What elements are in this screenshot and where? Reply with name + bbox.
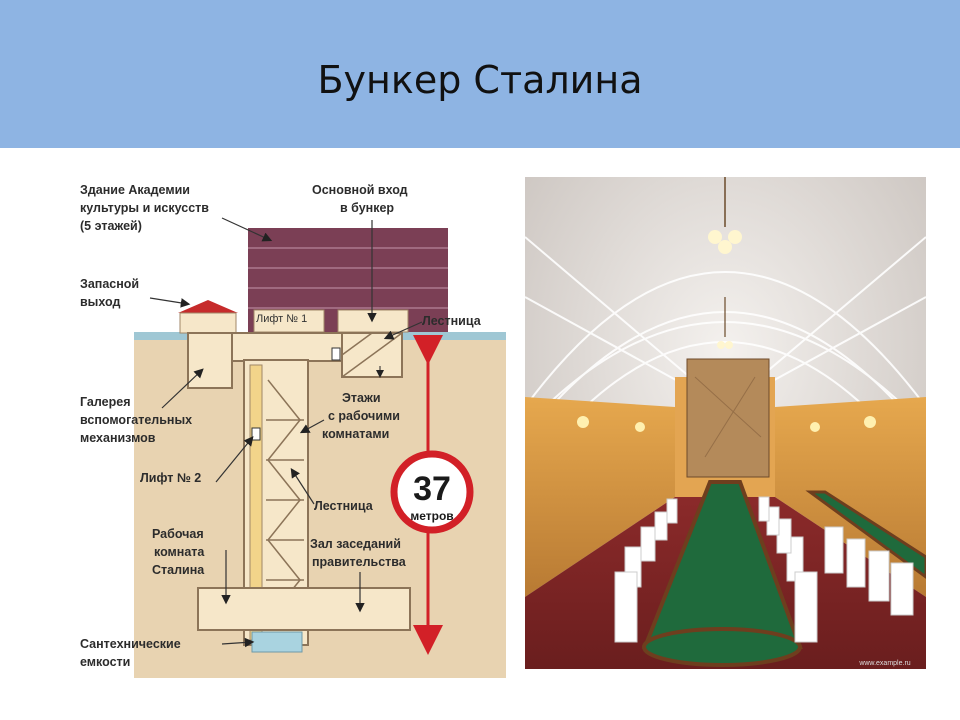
label-floors-2: с рабочими xyxy=(328,409,400,423)
label-gallery-1: Галерея xyxy=(80,395,130,409)
left-wall xyxy=(525,397,675,597)
bunker-diagram: 37 метров Здание Академии культуры и иск… xyxy=(80,183,506,678)
depth-badge xyxy=(390,450,474,534)
depth-unit: метров xyxy=(410,509,453,523)
hall xyxy=(197,587,411,631)
lift1-car xyxy=(331,347,341,361)
label-entrance-2: в бункер xyxy=(340,201,394,215)
label-tanks-1: Сантехнические xyxy=(80,637,181,651)
gallery-left-drop xyxy=(187,332,233,389)
title-bar xyxy=(0,0,960,148)
label-stalin-3: Сталина xyxy=(152,563,205,577)
chairs xyxy=(614,496,914,643)
label-stalin-2: комната xyxy=(154,545,205,559)
label-academy-3: (5 этажей) xyxy=(80,219,142,233)
depth-value: 37 xyxy=(413,470,451,508)
lift2-car xyxy=(251,427,261,441)
label-staircase-top: Лестница xyxy=(422,314,482,328)
label-entrance-1: Основной вход xyxy=(312,183,408,197)
photo-watermark: www.example.ru xyxy=(858,660,910,667)
label-floors-1: Этажи xyxy=(342,391,381,405)
emergency-exit-roof xyxy=(178,300,238,313)
wall-map xyxy=(686,358,770,478)
label-lift1: Лифт № 1 xyxy=(256,313,307,325)
label-staircase-mid: Лестница xyxy=(314,499,374,513)
label-hall-1: Зал заседаний xyxy=(310,537,401,551)
label-tanks-2: емкости xyxy=(80,655,130,669)
label-floors-3: комнатами xyxy=(322,427,389,441)
bunker-hall-photo: www.example.ru xyxy=(525,177,926,669)
label-academy-1: Здание Академии xyxy=(80,183,190,197)
chandeliers xyxy=(708,177,742,349)
side-table xyxy=(805,490,926,579)
label-gallery-3: механизмов xyxy=(80,431,156,445)
label-academy-2: культуры и искусств xyxy=(80,201,209,215)
label-exit-1: Запасной xyxy=(80,277,139,291)
wall-lamps xyxy=(577,416,876,432)
label-exit-2: выход xyxy=(80,295,120,309)
entrance-box xyxy=(337,309,409,333)
label-stalin-1: Рабочая xyxy=(152,527,204,541)
water-tanks xyxy=(251,631,303,653)
staircase-lines xyxy=(266,379,304,621)
emergency-exit-hut xyxy=(179,312,237,334)
label-lift2: Лифт № 2 xyxy=(140,471,201,485)
label-hall-2: правительства xyxy=(312,555,407,569)
slide-title: Бункер Сталина xyxy=(317,58,643,102)
label-gallery-2: вспомогательных xyxy=(80,413,192,427)
building-floors xyxy=(248,247,448,309)
